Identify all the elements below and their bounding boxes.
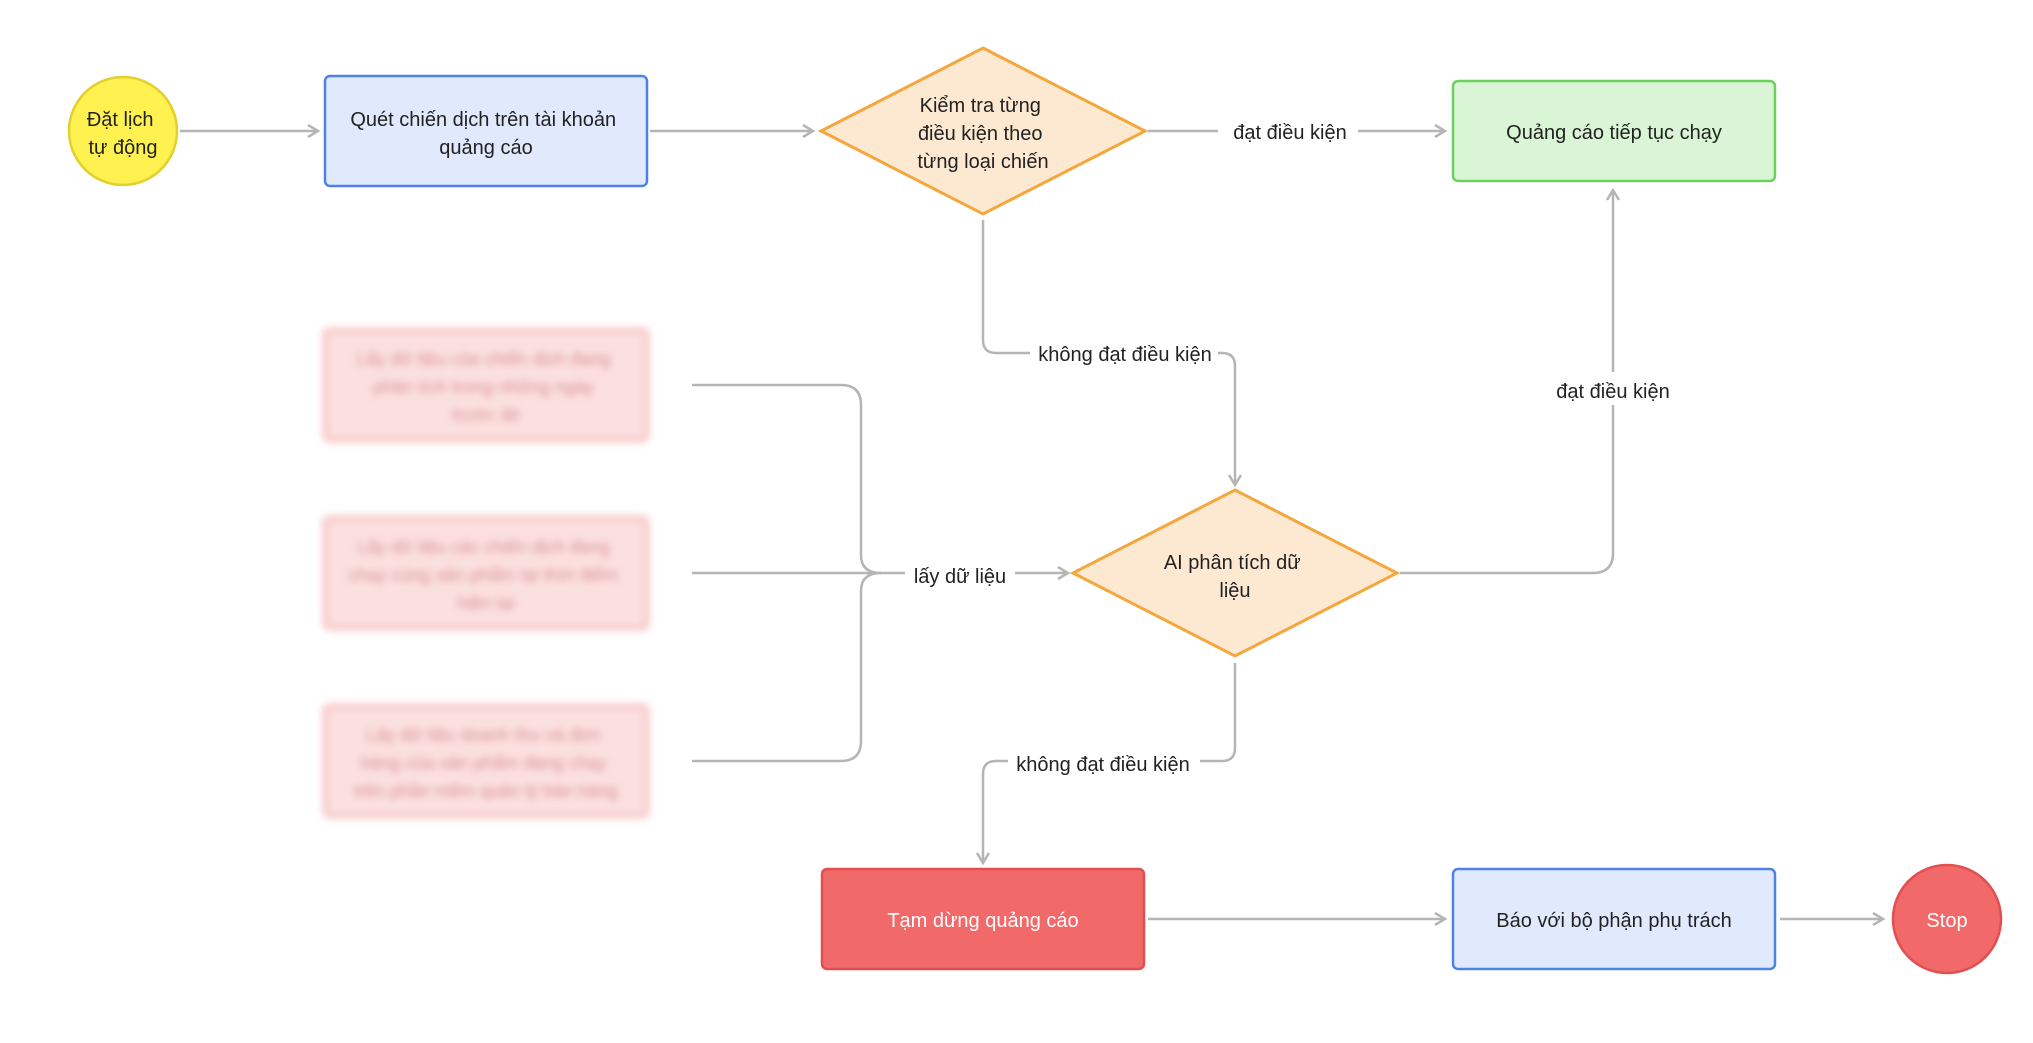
node-source-2-line-2: chạy cùng sản phẩm tại thời điểm: [349, 565, 619, 585]
node-report-label: Báo với bộ phận phụ trách: [1496, 910, 1732, 932]
node-stop-label: Stop: [1926, 910, 1967, 932]
edge-ai-to-continue: [1400, 405, 1615, 575]
node-ai-line-1: AI phân tích dữ: [1164, 552, 1301, 574]
svg-text:Kiểm tra từng điều kiện: Kiểm tra từng điều kiện theo từng loại c…: [917, 95, 1048, 173]
node-source-2[interactable]: Lấy dữ liệu các chiến dịch đang chạy cùn…: [323, 516, 649, 630]
svg-text:Quét chiến dịch trên tài khoản: Quét chiến dịch trên tài khoản quảng cáo: [350, 109, 621, 159]
svg-text:Lấy dữ liệu doanh thu và đơn: Lấy dữ liệu doanh thu và đơn hàng của sả…: [354, 725, 618, 801]
node-source-1-line-3: trước đó: [452, 405, 521, 425]
node-ai[interactable]: AI phân tích dữ liệu: [1069, 488, 1401, 658]
node-source-3-line-1: Lấy dữ liệu doanh thu và đơn: [366, 725, 601, 745]
node-source-2-line-3: hiện tại: [457, 593, 515, 613]
edge-source1-to-ai: [692, 383, 882, 575]
node-start-line-1: Đặt lịch: [87, 109, 154, 131]
node-check-line-2: điều kiện theo: [918, 123, 1043, 145]
edge-source3-to-ai: [692, 571, 882, 763]
edge-ai-to-pause-b: [983, 759, 1008, 863]
svg-text:Lấy dữ liệu của chiến dịch đan: Lấy dữ liệu của chiến dịch đang phân tíc…: [356, 349, 615, 425]
node-check-line-1: Kiểm tra từng: [920, 95, 1041, 117]
node-start[interactable]: Đặt lịch tự động: [67, 75, 179, 187]
node-scan[interactable]: Quét chiến dịch trên tài khoản quảng cáo: [323, 74, 649, 188]
node-scan-line-1: Quét chiến dịch trên tài khoản: [350, 109, 616, 131]
edge-label-check-pass: đạt điều kiện: [1233, 122, 1346, 144]
node-source-1-line-1: Lấy dữ liệu của chiến dịch đang: [356, 349, 610, 369]
node-source-1[interactable]: Lấy dữ liệu của chiến dịch đang phân tíc…: [323, 328, 649, 442]
edges: [180, 131, 1883, 919]
node-source-3-line-3: trên phần mềm quản lý bán hàng: [354, 781, 618, 801]
node-continue-label: Quảng cáo tiếp tục chạy: [1506, 122, 1722, 144]
edge-ai-to-pause-a: [1200, 663, 1237, 763]
edge-check-to-ai-a: [981, 220, 1030, 355]
node-source-1-line-2: phân tích trong những ngày: [373, 377, 594, 397]
node-pause[interactable]: Tạm dừng quảng cáo: [820, 867, 1146, 971]
svg-text:Đặt lịch tự động: Đặt lịch tự động: [87, 109, 159, 159]
edge-label-check-fail: không đạt điều kiện: [1038, 344, 1211, 366]
edge-label-collect: lấy dữ liệu: [914, 566, 1006, 588]
node-check[interactable]: Kiểm tra từng điều kiện theo từng loại c…: [817, 46, 1149, 216]
node-source-3[interactable]: Lấy dữ liệu doanh thu và đơn hàng của sả…: [323, 704, 649, 818]
node-source-3-line-2: hàng của sản phẩm đang chạy: [360, 753, 606, 773]
edge-check-to-ai-b: [1218, 351, 1235, 485]
node-pause-label: Tạm dừng quảng cáo: [887, 910, 1078, 932]
node-stop[interactable]: Stop: [1891, 863, 2003, 975]
node-scan-line-2: quảng cáo: [439, 137, 532, 159]
svg-text:Lấy dữ liệu các chiến dịch đan: Lấy dữ liệu các chiến dịch đang chạy cùn…: [349, 537, 624, 613]
node-start-line-2: tự động: [89, 137, 158, 159]
svg-text:AI phân tích dữ liệu: AI phân tích dữ liệu: [1164, 552, 1306, 602]
node-ai-line-2: liệu: [1219, 580, 1250, 602]
node-source-2-line-1: Lấy dữ liệu các chiến dịch đang: [357, 537, 610, 557]
node-continue[interactable]: Quảng cáo tiếp tục chạy: [1451, 79, 1777, 183]
edge-label-ai-pass: đạt điều kiện: [1556, 381, 1669, 403]
edge-label-ai-fail: không đạt điều kiện: [1016, 754, 1189, 776]
node-report[interactable]: Báo với bộ phận phụ trách: [1451, 867, 1777, 971]
node-check-line-3: từng loại chiến: [917, 151, 1048, 173]
